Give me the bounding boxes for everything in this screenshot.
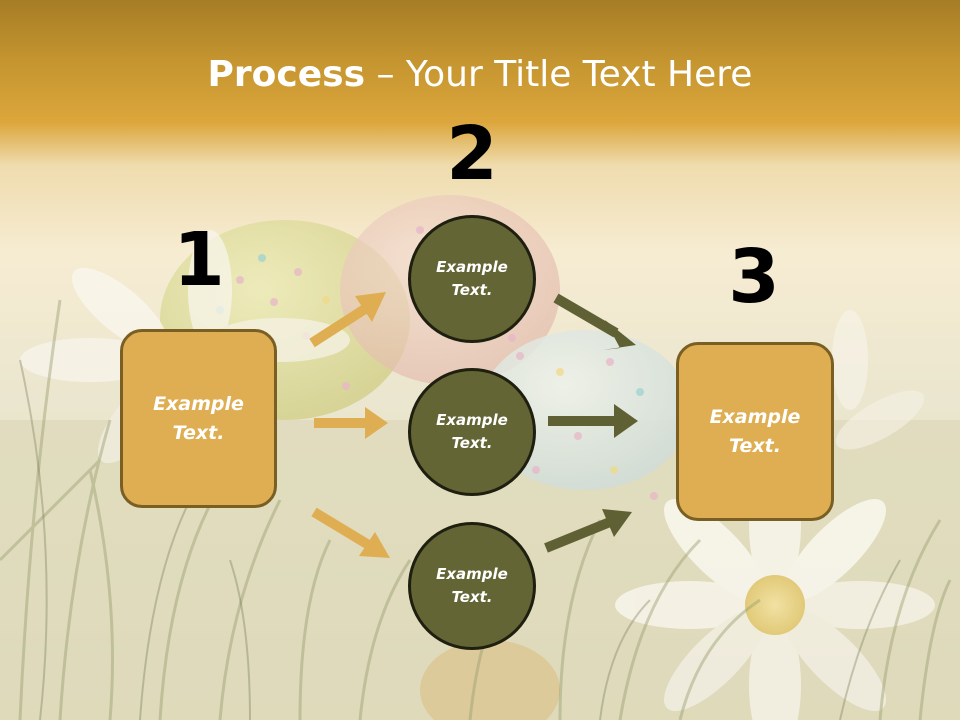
- step-number-3: 3: [728, 234, 780, 320]
- step-number-2: 2: [446, 111, 498, 197]
- left-box: Example Text.: [120, 329, 277, 508]
- slide-title: Process – Your Title Text Here: [0, 50, 960, 100]
- step-number-1: 1: [173, 217, 225, 303]
- circle-middle: Example Text.: [408, 368, 536, 496]
- title-bold: Process: [207, 54, 366, 95]
- circle-top: Example Text.: [408, 215, 536, 343]
- circle-bottom: Example Text.: [408, 522, 536, 650]
- right-box: Example Text.: [676, 342, 834, 521]
- title-rest: – Your Title Text Here: [365, 54, 753, 95]
